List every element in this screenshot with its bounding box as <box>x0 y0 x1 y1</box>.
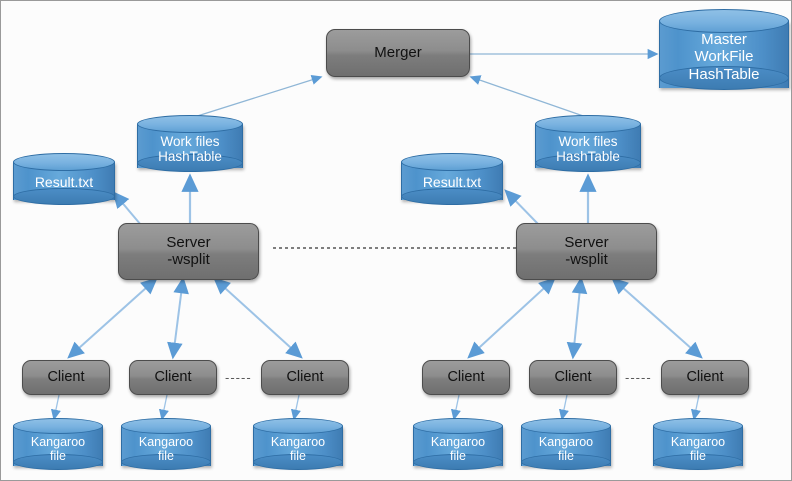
cylinder-top <box>653 418 743 434</box>
cylinder-top <box>521 418 611 434</box>
cylinder-bottom <box>413 454 503 470</box>
cylinder-bottom <box>535 154 641 172</box>
edge-server-left-client-3 <box>213 277 303 359</box>
cylinder-top <box>401 153 503 171</box>
edge-client-6-to-file <box>690 394 701 421</box>
edge-server-right-to-result <box>504 189 540 226</box>
cylinder-bottom <box>13 454 103 470</box>
client-node-1[interactable]: Client <box>22 360 110 395</box>
client-node-6[interactable]: Client <box>661 360 749 395</box>
edge-server-right-client-3 <box>611 277 703 359</box>
edge-client-2-to-file <box>158 394 169 421</box>
cylinder-top <box>121 418 211 434</box>
kangaroo-file-store-3[interactable]: Kangaroo file <box>253 418 343 476</box>
cylinder-bottom <box>253 454 343 470</box>
result-file-left-store[interactable]: Result.txt <box>13 153 115 209</box>
client-label: Client <box>47 369 85 386</box>
edge-server-right-client-1 <box>467 277 556 359</box>
cylinder-bottom <box>137 154 243 172</box>
merger-node[interactable]: Merger <box>326 29 470 77</box>
edge-client-1-to-file <box>50 394 61 421</box>
edge-server-left-to-result <box>112 191 142 226</box>
kangaroo-file-store-2[interactable]: Kangaroo file <box>121 418 211 476</box>
server-right-line-1: Server <box>564 233 609 251</box>
client-label: Client <box>686 369 724 386</box>
kangaroo-file-store-6[interactable]: Kangaroo file <box>653 418 743 476</box>
client-label: Client <box>286 369 324 386</box>
cylinder-bottom <box>659 66 789 90</box>
edge-server-right-client-2 <box>566 276 588 360</box>
client-label: Client <box>154 369 192 386</box>
cylinder-top <box>413 418 503 434</box>
server-wsplit-right-node[interactable]: Server -wsplit <box>516 223 657 280</box>
kangaroo-file-store-4[interactable]: Kangaroo file <box>413 418 503 476</box>
workfiles-hashtable-left-store[interactable]: Work files HashTable <box>137 115 243 177</box>
master-workfile-hashtable-store[interactable]: Master WorkFile HashTable <box>659 9 789 99</box>
cylinder-bottom <box>521 454 611 470</box>
edge-workfiles-left-to-merger <box>190 74 323 119</box>
client-node-2[interactable]: Client <box>129 360 217 395</box>
result-file-right-store[interactable]: Result.txt <box>401 153 503 209</box>
cylinder-bottom <box>13 188 115 205</box>
workfiles-hashtable-right-store[interactable]: Work files HashTable <box>535 115 641 177</box>
cylinder-top <box>253 418 343 434</box>
edge-workfiles-right-to-merger <box>469 75 590 119</box>
edge-server-left-client-1 <box>67 277 158 359</box>
client-label: Client <box>554 369 592 386</box>
cylinder-top <box>535 115 641 133</box>
cylinder-top <box>13 153 115 171</box>
cylinder-bottom <box>653 454 743 470</box>
cylinder-top <box>137 115 243 133</box>
client-node-4[interactable]: Client <box>422 360 510 395</box>
cylinder-top <box>13 418 103 434</box>
server-wsplit-left-node[interactable]: Server -wsplit <box>118 223 259 280</box>
kangaroo-file-store-5[interactable]: Kangaroo file <box>521 418 611 476</box>
cylinder-bottom <box>121 454 211 470</box>
client-node-5[interactable]: Client <box>529 360 617 395</box>
client-ellipsis-left: ----- <box>225 370 252 385</box>
kangaroo-file-store-1[interactable]: Kangaroo file <box>13 418 103 476</box>
edge-client-4-to-file <box>450 394 461 421</box>
cylinder-top <box>659 9 789 33</box>
client-label: Client <box>447 369 485 386</box>
server-left-line-1: Server <box>166 233 211 251</box>
server-right-line-2: -wsplit <box>565 250 608 268</box>
edge-client-5-to-file <box>558 394 569 421</box>
server-left-line-2: -wsplit <box>167 250 210 268</box>
edge-client-3-to-file <box>290 394 301 421</box>
cylinder-bottom <box>401 188 503 205</box>
merger-label: Merger <box>374 43 422 61</box>
client-node-3[interactable]: Client <box>261 360 349 395</box>
edge-server-left-client-2 <box>167 276 189 360</box>
client-ellipsis-right: ----- <box>625 370 652 385</box>
